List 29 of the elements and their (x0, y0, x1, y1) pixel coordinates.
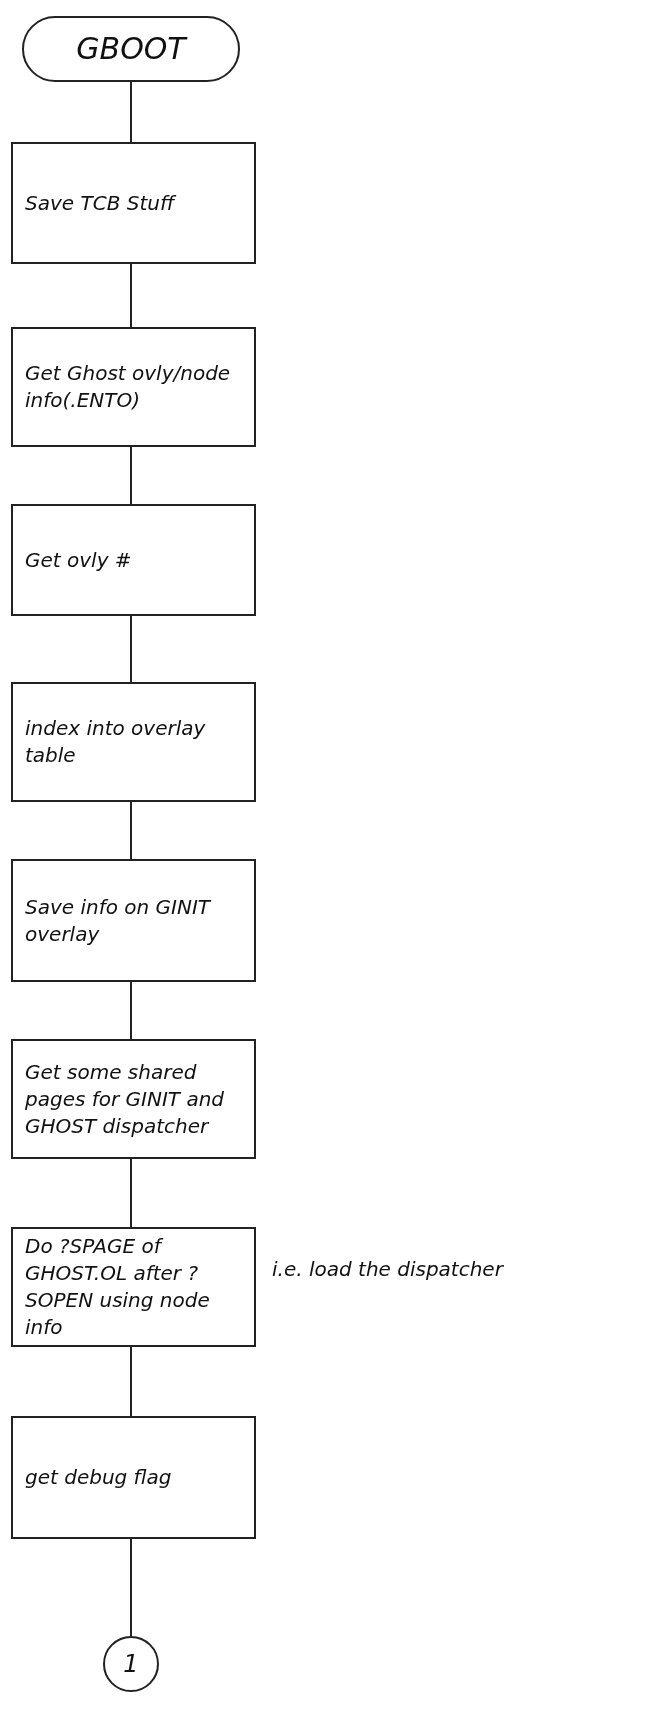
process-box (11, 859, 256, 982)
step-text: Get Ghost ovly/node info(.ENTO) (25, 360, 232, 414)
connector-line (130, 446, 132, 505)
connector-line (130, 1538, 132, 1637)
connector-line (130, 1158, 132, 1228)
step-text: Save TCB Stuff (25, 189, 175, 217)
step-text: index into overlay table (25, 715, 207, 769)
process-box (11, 504, 256, 616)
process-box (11, 682, 256, 802)
step-text: Get some shared pages for GINIT and GHOST dispatcher (25, 1058, 226, 1140)
connector-line (130, 615, 132, 683)
connector-circle (103, 1636, 159, 1692)
connector-line (130, 263, 132, 328)
process-box (11, 142, 256, 264)
connector-line (130, 981, 132, 1040)
step-text: Save info on GINIT overlay (25, 893, 213, 948)
process-box (11, 327, 256, 447)
step-text: 1 (123, 1648, 139, 1680)
process-box (11, 1227, 256, 1347)
connector-line (130, 81, 132, 143)
side-note: i.e. load the dispatcher (272, 1257, 503, 1281)
step-text: get debug flag (25, 1464, 172, 1491)
step-text: Do ?SPAGE of GHOST.OL after ?SOPEN using node info (25, 1233, 211, 1341)
process-box (11, 1416, 256, 1539)
step-text: Get ovly # (25, 546, 132, 574)
step-text: GBOOT (76, 29, 186, 68)
process-box (11, 1039, 256, 1159)
connector-line (130, 801, 132, 860)
connector-line (130, 1346, 132, 1417)
